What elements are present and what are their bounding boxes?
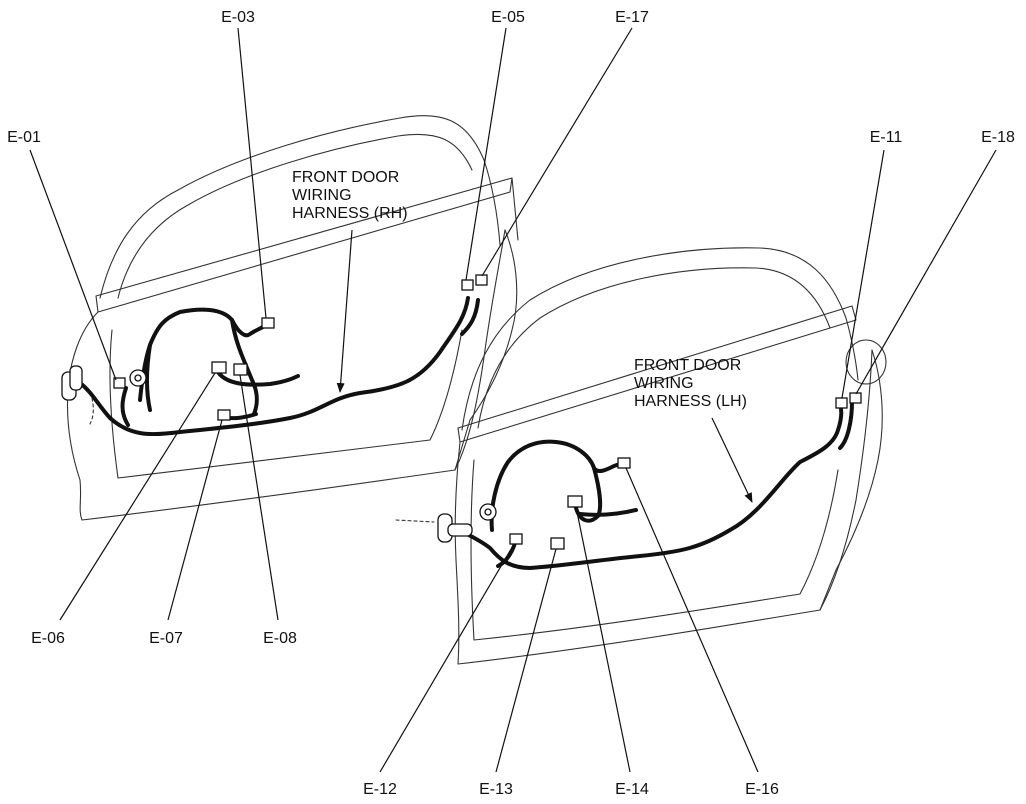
harness-lh-line1: FRONT DOOR bbox=[634, 357, 741, 374]
lh-mirror-mount bbox=[845, 339, 887, 385]
label-e14: E-14 bbox=[615, 781, 649, 798]
label-e07: E-07 bbox=[149, 630, 183, 647]
label-e17: E-17 bbox=[615, 9, 649, 26]
connector-e06 bbox=[211, 361, 227, 374]
lh-door bbox=[454, 247, 887, 665]
rh-door-belt-strip bbox=[95, 177, 513, 313]
lh-harness bbox=[395, 392, 862, 570]
harness-rh-line3: HARNESS (RH) bbox=[292, 205, 408, 222]
connector-e03 bbox=[261, 317, 275, 329]
lh-harness-main bbox=[454, 402, 844, 570]
label-e18: E-18 bbox=[981, 129, 1015, 146]
lh-door-panel bbox=[454, 349, 873, 665]
harness-rh-line1: FRONT DOOR bbox=[292, 169, 399, 186]
harness-lh-line2: WIRING bbox=[634, 375, 694, 392]
rh-harness-main bbox=[78, 296, 470, 437]
connector-e16 bbox=[617, 457, 631, 469]
connector-e11 bbox=[835, 397, 848, 409]
label-e05: E-05 bbox=[491, 9, 525, 26]
label-e01: E-01 bbox=[7, 129, 41, 146]
lh-door-belt-strip bbox=[457, 305, 857, 443]
label-e03: E-03 bbox=[221, 9, 255, 26]
connector-e17 bbox=[475, 274, 488, 286]
connector-e05 bbox=[461, 279, 474, 291]
rh-leader-lines bbox=[29, 27, 633, 621]
connector-e01 bbox=[113, 377, 126, 389]
harness-rh-label: FRONT DOOR WIRING HARNESS (RH) bbox=[292, 169, 408, 222]
rh-door-window-frame bbox=[99, 115, 501, 299]
connector-e18 bbox=[849, 392, 862, 404]
rh-harness bbox=[61, 274, 488, 437]
harness-rh-line2: WIRING bbox=[292, 187, 352, 204]
connector-e13 bbox=[550, 537, 565, 550]
label-e13: E-13 bbox=[479, 781, 513, 798]
label-e06: E-06 bbox=[31, 630, 65, 647]
connector-e12 bbox=[509, 533, 523, 545]
lh-door-window-frame bbox=[461, 247, 859, 431]
callout-labels: E-03 E-05 E-17 E-01 E-11 E-18 E-06 E-07 … bbox=[7, 9, 1015, 798]
label-e12: E-12 bbox=[363, 781, 397, 798]
label-e11: E-11 bbox=[870, 129, 903, 146]
connector-e07 bbox=[217, 409, 231, 421]
harness-lh-line3: HARNESS (LH) bbox=[634, 393, 747, 410]
label-e08: E-08 bbox=[263, 630, 297, 647]
lh-leader-lines bbox=[379, 149, 997, 773]
label-e16: E-16 bbox=[745, 781, 779, 798]
connector-e14 bbox=[567, 495, 583, 508]
connector-e08 bbox=[233, 363, 248, 376]
harness-lh-label: FRONT DOOR WIRING HARNESS (LH) bbox=[634, 357, 747, 410]
